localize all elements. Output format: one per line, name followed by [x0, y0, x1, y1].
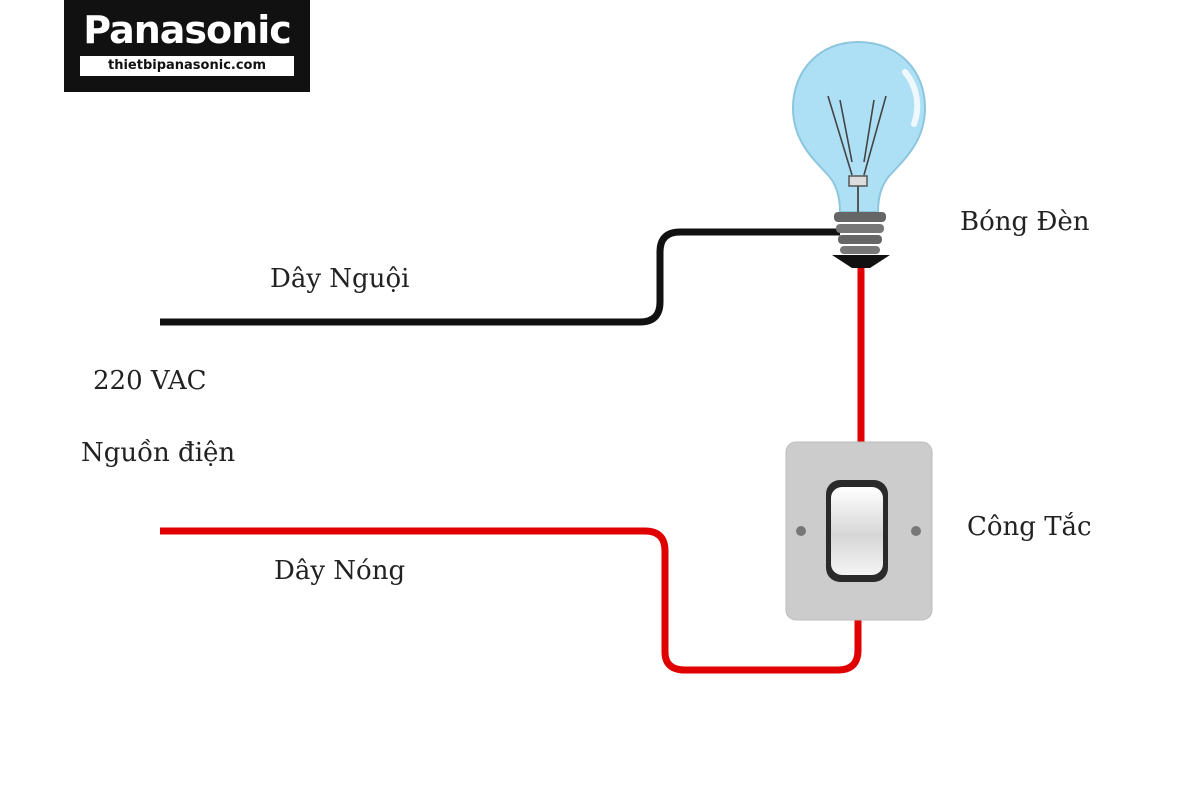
- hot-wire: [160, 527, 862, 674]
- neutral-wire: [160, 228, 840, 326]
- bulb-label: Bóng Đèn: [960, 207, 1090, 237]
- voltage-label: 220 VAC: [93, 366, 207, 396]
- switch-label: Công Tắc: [967, 512, 1092, 542]
- neutral-wire-label: Dây Nguội: [270, 264, 410, 294]
- power-source-label: Nguồn điện: [81, 438, 236, 468]
- logo-brand: Panasonic: [83, 8, 292, 52]
- light-bulb-icon: [791, 40, 927, 268]
- logo-url: thietbipanasonic.com: [107, 58, 267, 73]
- hot-wire-label: Dây Nóng: [274, 556, 406, 586]
- panasonic-logo: Panasonic thietbipanasonic.com: [64, 0, 310, 92]
- wall-switch-icon: [785, 441, 933, 621]
- logo-url-box: thietbipanasonic.com: [80, 56, 294, 76]
